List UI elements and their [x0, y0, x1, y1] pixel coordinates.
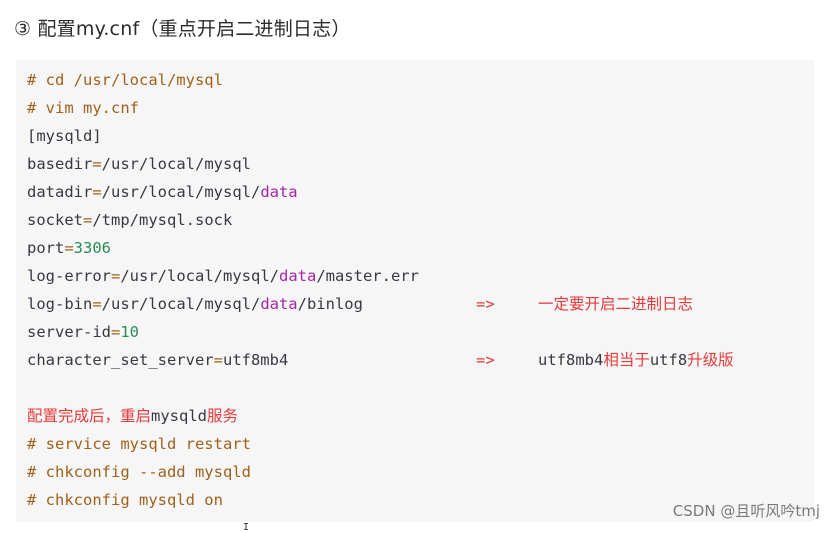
note-text: 相当于 [603, 351, 650, 369]
code-line-socket: socket=/tmp/mysql.sock [27, 206, 232, 234]
key: log-error [27, 267, 111, 285]
key: datadir [27, 183, 93, 201]
code-line-port: port=3306 [27, 234, 111, 262]
note-code: utf8mb4 [538, 351, 604, 369]
key: port [27, 239, 65, 257]
note-text: 一定要开启二进制日志 [538, 295, 694, 313]
code-line-vim: # vim my.cnf [27, 99, 139, 117]
value: /usr/local/mysql/ [101, 183, 261, 201]
key: socket [27, 211, 83, 229]
restart-text: 服务 [207, 407, 239, 425]
value-keyword: data [260, 183, 298, 201]
value: /master.err [316, 267, 419, 285]
code-block: # cd /usr/local/mysql # vim my.cnf [mysq… [16, 60, 814, 522]
value-keyword: data [260, 295, 298, 313]
equals: = [64, 239, 74, 257]
code-line-charset: character_set_server=utf8mb4 [27, 346, 288, 374]
value-keyword: data [278, 267, 317, 285]
watermark: CSDN @且听风吟tmj [672, 502, 820, 520]
equals: = [92, 295, 102, 313]
code-line-service-restart: # service mysqld restart [27, 435, 251, 453]
restart-service: mysqld [151, 407, 208, 425]
code-line-cd: # cd /usr/local/mysql [27, 71, 223, 89]
text-cursor-icon: I [243, 522, 250, 533]
equals: = [111, 323, 121, 341]
value: /binlog [297, 295, 363, 313]
value: /usr/local/mysql/ [120, 267, 279, 285]
value: /usr/local/mysql [101, 155, 251, 173]
code-line-chkconfig-on: # chkconfig mysqld on [27, 491, 223, 509]
value-number: 10 [120, 323, 140, 341]
code-line-server-id: server-id=10 [27, 318, 139, 346]
equals: = [83, 211, 93, 229]
section-heading: ③ 配置my.cnf（重点开启二进制日志） [14, 18, 351, 40]
code-line-log-bin: log-bin=/usr/local/mysql/data/binlog [27, 290, 363, 318]
restart-text: 配置完成后，重启 [27, 407, 152, 425]
arrow-charset: => [476, 351, 495, 369]
code-line-chkconfig-add: # chkconfig --add mysqld [27, 463, 251, 481]
equals: = [111, 267, 121, 285]
value-number: 3306 [73, 239, 111, 257]
note-text: 升级版 [687, 351, 734, 369]
equals: = [92, 155, 102, 173]
note-code: utf8 [649, 351, 688, 369]
note-charset: utf8mb4相当于utf8升级版 [538, 346, 734, 374]
value: utf8mb4 [222, 351, 289, 369]
key: log-bin [27, 295, 93, 313]
code-line-restart-note: 配置完成后，重启mysqld服务 [27, 402, 238, 430]
key: server-id [27, 323, 111, 341]
code-line-datadir: datadir=/usr/local/mysql/data [27, 178, 298, 206]
code-line-section: [mysqld] [27, 127, 102, 145]
arrow-log-bin: => [476, 295, 495, 313]
note-log-bin: 一定要开启二进制日志 [538, 290, 693, 318]
key: character_set_server [27, 351, 214, 369]
code-line-basedir: basedir=/usr/local/mysql [27, 150, 251, 178]
value: /tmp/mysql.sock [92, 211, 233, 229]
value: /usr/local/mysql/ [101, 295, 261, 313]
key: basedir [27, 155, 93, 173]
equals: = [213, 351, 223, 369]
code-line-log-error: log-error=/usr/local/mysql/data/master.e… [27, 262, 419, 290]
equals: = [92, 183, 102, 201]
